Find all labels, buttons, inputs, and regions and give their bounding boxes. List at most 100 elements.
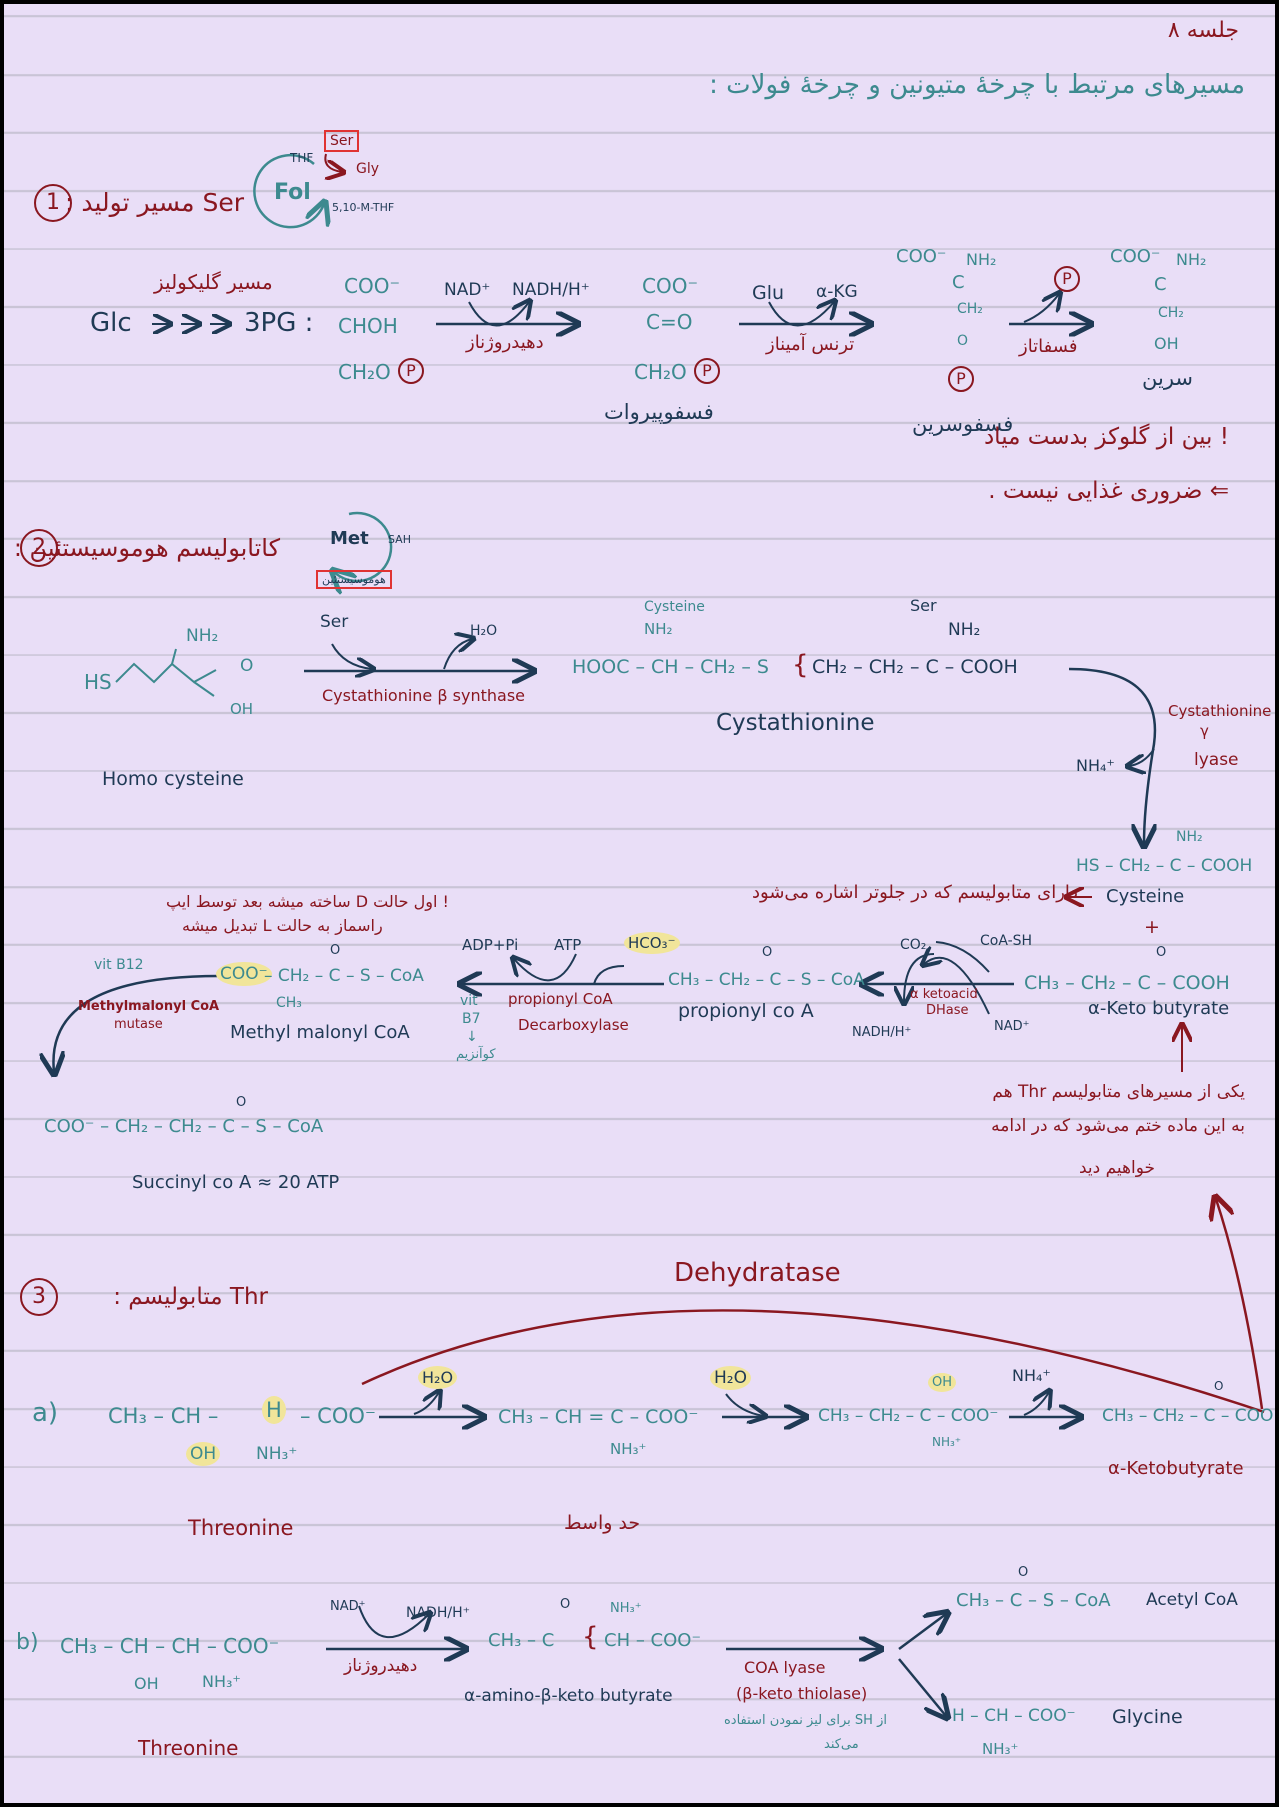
- glu-label: Glu: [752, 282, 785, 304]
- inter-formula: CH₃ – CH = C – COO⁻: [498, 1406, 699, 1428]
- 3pg: 3PG :: [244, 308, 314, 338]
- cyst-label-cysteine: Cysteine: [644, 599, 705, 615]
- akg-label: α-KG: [816, 282, 858, 302]
- met-label: Met: [330, 528, 369, 549]
- kb-a-o: O: [1214, 1379, 1224, 1393]
- prop-formula: CH₃ – CH₂ – C – S – CoA: [668, 970, 865, 990]
- thr-note-1: یکی از مسیرهای متابولیسم Thr هم: [992, 1082, 1245, 1102]
- phosphate-icon: P: [948, 366, 974, 392]
- mutase-label-2: mutase: [114, 1017, 163, 1032]
- phpyr-co: C=O: [646, 310, 693, 334]
- pcc-enzyme-2: Decarboxylase: [518, 1016, 629, 1034]
- cyst-formula-right: CH₂ – CH₂ – C – COOH: [812, 656, 1018, 678]
- ser-input: Ser: [320, 612, 349, 632]
- folate-label: Fol: [274, 180, 311, 205]
- glycolysis-label: مسیر گلیکولیز: [154, 270, 273, 294]
- akb-o: O: [560, 1597, 571, 1612]
- kb-o: O: [1156, 945, 1167, 960]
- thr-a-nh3: NH₃⁺: [256, 1444, 298, 1464]
- section2-number: 2: [20, 529, 58, 567]
- section3-number: 3: [20, 1278, 58, 1316]
- akb-formula-2: CH – COO⁻: [604, 1630, 701, 1651]
- phser-nh2: NH₂: [966, 250, 997, 269]
- phser-o: O: [957, 333, 969, 349]
- nad-label: NAD⁺: [444, 280, 491, 300]
- cyst-formula-left: HOOC – CH – CH₂ – S: [572, 656, 769, 678]
- 3pg-coo: COO⁻: [344, 274, 401, 298]
- phosphopyruvate-name: فسفوپیروات: [604, 400, 714, 424]
- homocysteine-name: Homo cysteine: [102, 768, 244, 790]
- nadh-out: NADH/H⁺: [852, 1025, 912, 1040]
- lyase-enzyme-2: γ: [1200, 722, 1209, 740]
- gly-nh3: NH₃⁺: [982, 1740, 1019, 1758]
- section2-heading: کاتابولیسم هوموسیستئین :: [13, 534, 280, 562]
- vitb12-label: vit B12: [94, 957, 144, 973]
- down-arrow: ↓: [466, 1029, 478, 1045]
- ser-nh2: NH₂: [1176, 250, 1207, 269]
- glucose: Glc: [90, 308, 132, 338]
- 3pg-ch2o: CH₂O: [338, 360, 391, 384]
- ketobutyrate-name: α-Keto butyrate: [1088, 998, 1230, 1019]
- lyase-enzyme-1: Cystathionine: [1168, 702, 1272, 720]
- note-d-form: ! اول حالت D ساخته میشه بعد توسط ایپ: [166, 892, 449, 911]
- intermediate-name: حد واسط: [564, 1512, 641, 1534]
- thr-note-3: خواهیم دید: [1078, 1158, 1155, 1178]
- phosphate-icon: P: [694, 358, 720, 384]
- methylene-thf-label: 5,10-M-THF: [332, 201, 395, 214]
- dehydrogenase-b-label: دهیدروژناز: [344, 1656, 418, 1676]
- note-not-essential: ⇐ ضروری غذایی نیست .: [988, 478, 1229, 504]
- methylmalonylcoa-name: Methyl malonyl CoA: [230, 1022, 410, 1043]
- cysteine-note: دارای متابولیسم که در جلوتر اشاره می‌شود: [752, 882, 1078, 903]
- thr-b-oh: OH: [134, 1674, 159, 1693]
- aminoketobutyrate-name: α-amino-β-keto butyrate: [464, 1686, 673, 1706]
- pathway-arrows: [4, 153, 1265, 1803]
- cysteine-name: Cysteine: [1106, 886, 1185, 907]
- threonine-b-name: Threonine: [138, 1736, 239, 1760]
- cyst-label-ser: Ser: [910, 596, 937, 615]
- hc-hs: HS: [84, 670, 112, 694]
- hco3-label: HCO₃⁻: [624, 932, 680, 954]
- gly-formula: H – CH – COO⁻: [952, 1706, 1076, 1726]
- section1-number: 1: [34, 184, 72, 222]
- kb-a-formula: CH₃ – CH₂ – C – COO: [1102, 1406, 1274, 1426]
- co2-label: CO₂: [900, 937, 927, 953]
- sah-label: SAH: [388, 533, 411, 546]
- ser-oh: OH: [1154, 334, 1179, 353]
- phser-coo: COO⁻: [896, 246, 947, 267]
- nadh-label: NADH/H⁺: [512, 280, 590, 300]
- phosphate-icon: P: [398, 358, 424, 384]
- acetylcoa-name: Acetyl CoA: [1146, 1590, 1238, 1610]
- threonine-a-name: Threonine: [188, 1516, 294, 1540]
- cys-formula: HS – CH₂ – C – COOH: [1076, 856, 1253, 876]
- coenzyme-label: کوآنزیم: [456, 1047, 496, 1062]
- h2o-a1: H₂O: [418, 1366, 458, 1389]
- phser-ch2: CH₂: [957, 301, 983, 317]
- nad-in: NAD⁺: [994, 1019, 1030, 1034]
- hc-oh: OH: [230, 700, 254, 718]
- pcc-enzyme-1: propionyl CoA: [508, 990, 613, 1008]
- succinylcoa-name: Succinyl co A ≈ 20 ATP: [132, 1172, 340, 1193]
- route-b-label: b): [16, 1630, 39, 1655]
- third-nh3: NH₃⁺: [932, 1435, 962, 1449]
- thr-a-formula-1: CH₃ – CH –: [108, 1404, 219, 1428]
- gly-label: Gly: [356, 161, 380, 177]
- adp-label: ADP+Pi: [462, 936, 519, 954]
- acetyl-o: O: [1018, 1565, 1029, 1580]
- coash-label: CoA-SH: [980, 933, 1033, 949]
- akb-formula-1: CH₃ – C: [488, 1630, 555, 1651]
- dehydratase-label: Dehydratase: [674, 1258, 841, 1288]
- phosphate-icon: P: [1054, 266, 1080, 292]
- nadh-b: NADH/H⁺: [406, 1605, 470, 1621]
- mm-coo: COO⁻: [216, 962, 272, 986]
- note-made-from-glucose: ! بین از گلوکز بدست میاد: [983, 424, 1229, 450]
- mm-formula: – CH₂ – C – S – CoA: [264, 966, 424, 986]
- page-title: مسیرهای مرتبط با چرخهٔ متیونین و چرخهٔ ف…: [709, 70, 1245, 100]
- mm-o: O: [330, 943, 341, 958]
- homocysteine-cycle-label: هوموسیستئین: [316, 570, 392, 589]
- propionylcoa-name: propionyl co A: [678, 1000, 814, 1022]
- coa-lyase-label: COA lyase: [744, 1658, 826, 1677]
- note-racemase: راسماز به حالت L تبدیل میشه: [182, 916, 383, 935]
- methionine-cycle-icon: [334, 511, 393, 581]
- folate-cycle-icon: [253, 153, 342, 229]
